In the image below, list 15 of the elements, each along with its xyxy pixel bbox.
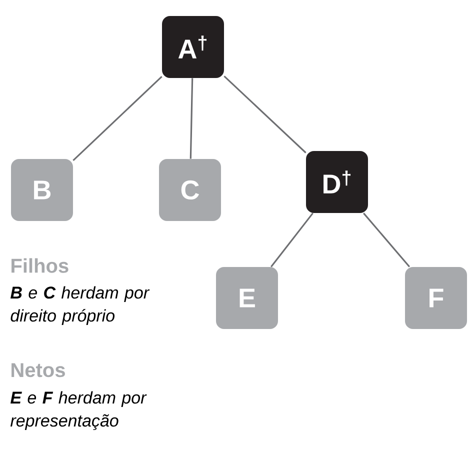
connector-line xyxy=(224,76,306,154)
person-box: F xyxy=(405,266,467,329)
person-box: C xyxy=(159,159,221,221)
heading: Filhos xyxy=(12,258,68,273)
connector-line xyxy=(270,212,314,268)
person-box: B xyxy=(11,159,73,221)
connector-line xyxy=(363,212,410,268)
person-box: A$^{†}$ xyxy=(162,16,224,78)
connector-line xyxy=(72,76,162,162)
person-box: E xyxy=(216,266,278,329)
note-text: B e C herdam por direito próprio xyxy=(10,286,150,326)
heading: Netos xyxy=(12,363,65,378)
note-text: E e F herdam por representação xyxy=(10,391,147,430)
connector-line xyxy=(190,78,194,159)
person-box: D$^{†}$ xyxy=(306,151,368,213)
